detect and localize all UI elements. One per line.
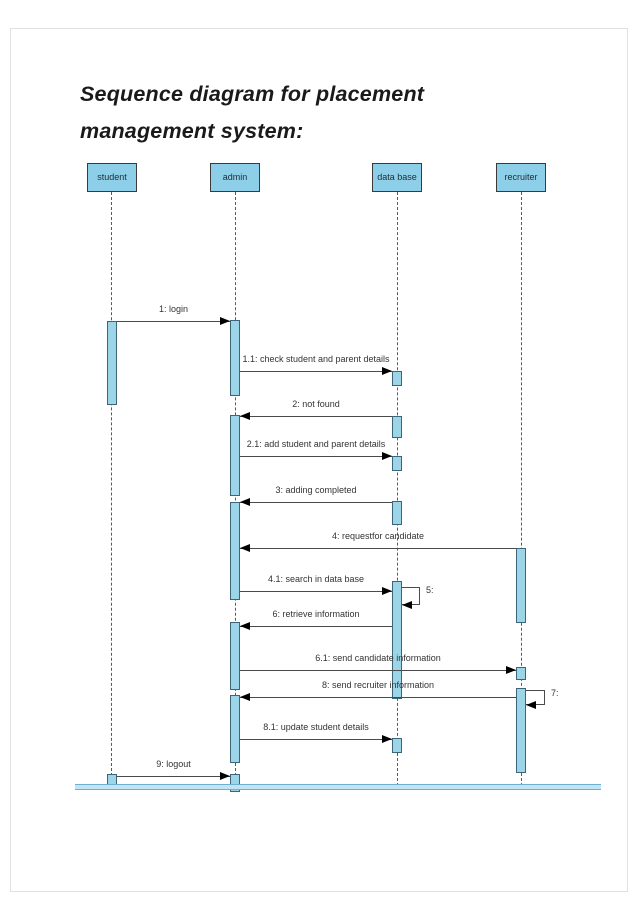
diagram-baseline: [75, 784, 601, 790]
message-search-in-database: 4.1: search in data base: [240, 572, 392, 596]
activation-bar-database: [392, 738, 402, 753]
message-send-recruiter-information: 8: send recruiter information: [240, 678, 516, 702]
arrowhead-icon: [506, 666, 516, 674]
message-self-5: 5:: [402, 585, 434, 609]
actor-box-recruiter: recruiter: [496, 163, 546, 192]
arrowhead-icon: [240, 498, 250, 506]
message-line: [240, 548, 516, 549]
arrowhead-icon: [240, 544, 250, 552]
message-label: 5:: [426, 585, 434, 595]
message-login: 1: login: [117, 302, 230, 326]
arrowhead-icon: [382, 587, 392, 595]
message-line: [240, 739, 392, 740]
lifeline-database: [397, 192, 398, 786]
message-label: 6.1: send candidate information: [315, 653, 441, 663]
arrowhead-icon: [240, 622, 250, 630]
activation-bar-database: [392, 416, 402, 438]
activation-bar-database: [392, 581, 402, 699]
activation-bar-database: [392, 371, 402, 386]
arrowhead-icon: [382, 735, 392, 743]
page-title: Sequence diagram for placement managemen…: [80, 76, 424, 150]
message-line: [117, 776, 230, 777]
arrowhead-icon: [526, 701, 536, 709]
message-line: [117, 321, 230, 322]
message-line: [240, 670, 516, 671]
activation-bar-recruiter: [516, 548, 526, 623]
message-label: 2.1: add student and parent details: [246, 439, 386, 449]
arrowhead-icon: [220, 772, 230, 780]
message-adding-completed: 3: adding completed: [240, 483, 392, 507]
actor-box-student: student: [87, 163, 137, 192]
message-line: [240, 416, 392, 417]
message-line: [240, 626, 392, 627]
message-label: 9: logout: [156, 759, 191, 769]
activation-bar-database: [392, 501, 402, 525]
arrowhead-icon: [240, 693, 250, 701]
activation-bar-recruiter: [516, 688, 526, 773]
message-line: [240, 502, 392, 503]
message-label: 3: adding completed: [275, 485, 357, 495]
message-line: [240, 697, 516, 698]
activation-bar-admin: [230, 320, 240, 396]
arrowhead-icon: [220, 317, 230, 325]
message-label: 1: login: [158, 304, 189, 314]
activation-bar-admin: [230, 502, 240, 600]
arrowhead-icon: [382, 452, 392, 460]
message-label: 8.1: update student details: [263, 722, 369, 732]
activation-bar-admin: [230, 622, 240, 690]
activation-bar-admin: [230, 695, 240, 763]
message-label: 7:: [551, 688, 559, 698]
lifeline-student: [111, 192, 112, 786]
actor-box-admin: admin: [210, 163, 260, 192]
actor-box-database: data base: [372, 163, 422, 192]
lifeline-recruiter: [521, 192, 522, 786]
activation-bar-recruiter: [516, 667, 526, 680]
activation-bar-admin: [230, 415, 240, 496]
activation-bar-student: [107, 321, 117, 405]
message-label: 6: retrieve information: [272, 609, 360, 619]
message-add-student-details: 2.1: add student and parent details: [240, 437, 392, 461]
message-retrieve-information: 6: retrieve information: [240, 607, 392, 631]
arrowhead-icon: [240, 412, 250, 420]
arrowhead-icon: [402, 601, 412, 609]
page-title-line2: management system:: [80, 119, 304, 143]
message-line: [240, 591, 392, 592]
message-request-for-candidate: 4: requestfor candidate: [240, 529, 516, 553]
message-label: 4.1: search in data base: [267, 574, 365, 584]
activation-bar-database: [392, 456, 402, 471]
message-label: 8: send recruiter information: [321, 680, 435, 690]
activation-bar-admin: [230, 774, 240, 792]
message-label: 1.1: check student and parent details: [242, 354, 390, 364]
message-logout: 9: logout: [117, 757, 230, 781]
message-self-7: 7:: [526, 688, 559, 709]
message-send-candidate-information: 6.1: send candidate information: [240, 651, 516, 675]
message-line: [240, 456, 392, 457]
message-not-found: 2: not found: [240, 397, 392, 421]
message-line: [240, 371, 392, 372]
message-update-student-details: 8.1: update student details: [240, 720, 392, 744]
page-title-line1: Sequence diagram for placement: [80, 82, 425, 106]
arrowhead-icon: [382, 367, 392, 375]
message-label: 4: requestfor candidate: [331, 531, 425, 541]
message-label: 2: not found: [292, 399, 340, 409]
message-check-student-details: 1.1: check student and parent details: [240, 352, 392, 376]
